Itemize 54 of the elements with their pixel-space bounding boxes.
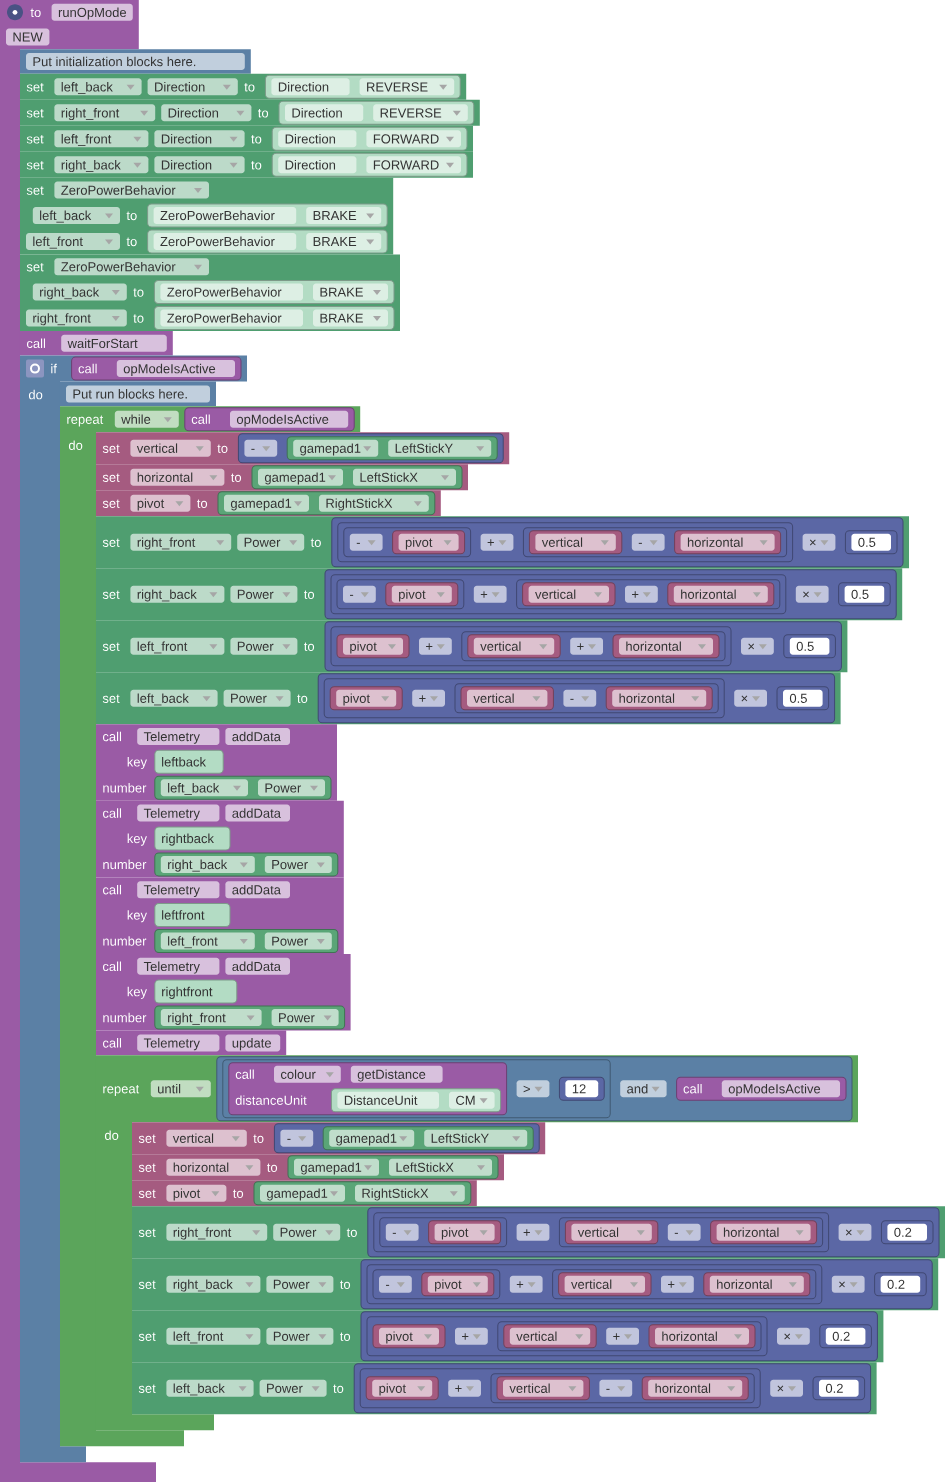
comment-block [60,381,216,407]
variable-block [365,1376,439,1401]
variable-block [558,1272,652,1297]
value-block [153,280,395,304]
value-block [253,1181,472,1206]
value-block [147,203,388,228]
variable-block [428,1220,502,1245]
variable-block [336,634,410,659]
variable-block [605,686,713,711]
value-block [154,775,332,800]
number-block [812,1376,866,1401]
value-block [278,100,475,125]
value-block [251,465,463,490]
number-block [558,1076,605,1101]
variable-block [503,1324,597,1349]
variable-block [421,1272,495,1297]
value-block [154,1005,346,1030]
number-block [874,1272,927,1297]
variable-block [372,1324,446,1349]
value-block [153,306,395,330]
variable-block [648,1324,756,1349]
number-block [838,582,891,607]
number-block [844,530,898,555]
value-block [286,436,498,461]
variable-block [564,1220,659,1245]
comment-block [20,49,251,74]
variable-block [667,582,775,607]
variable-block [710,1220,818,1245]
number-block [783,634,836,659]
variable-block [674,530,782,555]
variable-block [528,530,623,555]
variable-block [385,582,459,607]
variable-block [522,582,616,607]
value-block [264,74,461,99]
number-block [819,1324,872,1349]
variable-block [641,1376,749,1401]
variable-block [329,686,403,711]
value-block [330,1088,502,1113]
value-block [154,929,339,953]
value-block [147,229,388,254]
value-block [322,1126,534,1151]
number-block [880,1220,934,1245]
value-block [154,852,339,877]
value-block [271,152,468,177]
value-block [217,491,436,516]
variable-block [467,634,561,659]
variable-block [496,1376,590,1401]
variable-block [460,686,554,711]
variable-block [612,634,720,659]
variable-block [392,530,466,555]
number-block [776,686,830,711]
value-block [271,126,468,151]
value-block [287,1155,499,1180]
variable-block [703,1272,811,1297]
